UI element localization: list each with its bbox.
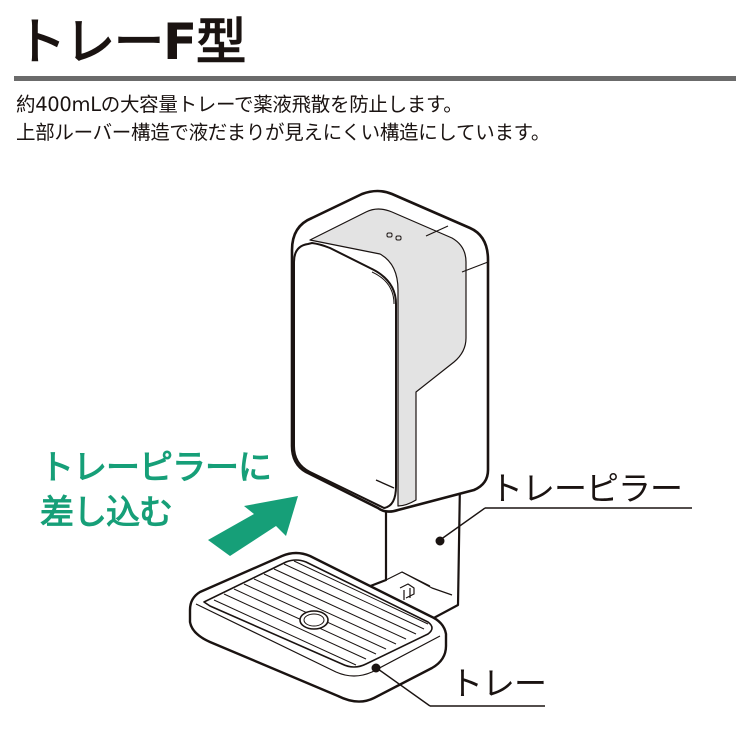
- insert-instruction: トレーピラーに 差し込む: [40, 446, 272, 536]
- callout-tray-pillar: トレーピラー: [490, 469, 683, 508]
- page-title: トレーF型: [16, 13, 246, 71]
- insert-instruction-line-1: トレーピラーに: [40, 448, 272, 488]
- description-line-2: 上部ルーバー構造で液だまりが見えにくい構造にしています。: [16, 121, 551, 144]
- dispenser-device: [290, 189, 490, 513]
- arrow-up-right-icon: [208, 496, 298, 556]
- callout-leaders: [371, 507, 692, 707]
- callout-tray: トレー: [450, 664, 547, 703]
- tray-grate: [213, 560, 429, 666]
- description: 約400mLの大容量トレーで薬液飛散を防止します。 上部ルーバー構造で液だまりが…: [16, 91, 550, 147]
- title-divider: [14, 76, 736, 81]
- insert-instruction-line-2: 差し込む: [40, 493, 173, 533]
- description-line-1: 約400mLの大容量トレーで薬液飛散を防止します。: [16, 93, 463, 116]
- tray: [188, 551, 448, 703]
